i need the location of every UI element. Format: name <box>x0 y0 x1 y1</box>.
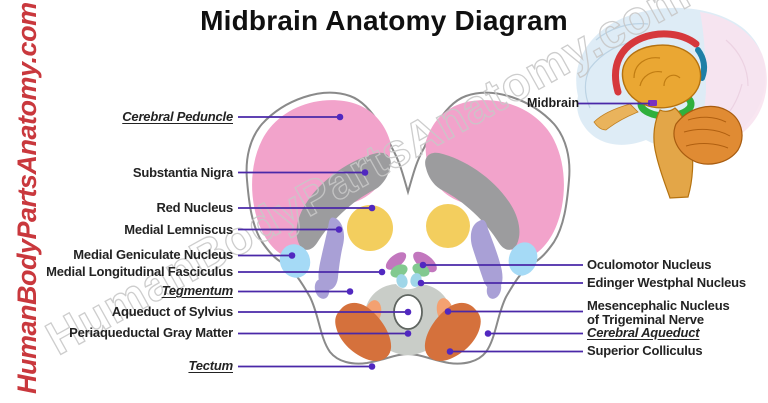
page-title: Midbrain Anatomy Diagram <box>200 5 568 36</box>
caudate-red-arc <box>612 30 700 96</box>
label-aqueduct-of-sylvius: Aqueduct of Sylvius <box>111 304 233 319</box>
medial-lemniscus-right-lower-region <box>486 279 502 299</box>
label-substantia-nigra: Substantia Nigra <box>132 165 233 180</box>
label-cerebral-peduncle: Cerebral Peduncle <box>122 109 233 124</box>
mlf-green-left-region <box>390 264 408 278</box>
label-medial-longitudinal-fasciculus: Medial Longitudinal Fasciculus <box>46 264 233 279</box>
leader-lines <box>238 102 650 368</box>
medial-lemniscus-left-lower-region <box>314 279 330 299</box>
edinger-westphal-left-region <box>396 274 408 288</box>
medial-lemniscus-right-region <box>470 219 503 291</box>
superior-colliculus-left-region <box>335 302 392 361</box>
superior-colliculus-right-region <box>424 302 481 361</box>
label-midbrain-inset: Midbrain <box>527 96 580 110</box>
label-superior-colliculus: Superior Colliculus <box>587 343 703 358</box>
red-nucleus-right-region <box>426 204 470 248</box>
label-medial-lemniscus: Medial Lemniscus <box>124 222 233 237</box>
teal-band <box>695 47 708 81</box>
label-medial-geniculate-nucleus: Medial Geniculate Nucleus <box>73 247 233 262</box>
medial-geniculate-left-region <box>279 244 311 278</box>
label-red-nucleus: Red Nucleus <box>156 200 233 215</box>
substantia-nigra-right-region <box>425 152 520 250</box>
cerebellum-striations <box>683 116 731 149</box>
label-mesencephalic-line1: Mesencephalic Nucleus <box>587 298 730 313</box>
oculomotor-right-region <box>413 251 437 273</box>
cerebellum <box>673 105 743 165</box>
optic-stalk <box>593 103 639 131</box>
cerebral-peduncle-right-region <box>425 100 564 259</box>
oculomotor-left-region <box>385 252 407 270</box>
substantia-nigra-left-region <box>296 152 391 250</box>
thalamus-golden-mass <box>621 44 702 109</box>
cerebral-peduncle-left-region <box>252 100 391 259</box>
label-mesencephalic-line2: of Trigeminal Nerve <box>587 311 704 327</box>
brain-inset-illustration <box>576 7 767 199</box>
label-periaqueductal-gray-matter: Periaqueductal Gray Matter <box>69 325 233 340</box>
midbrain-pointer-marker <box>648 100 657 106</box>
label-oculomotor-nucleus: Oculomotor Nucleus <box>587 257 712 272</box>
label-tectum: Tectum <box>188 358 233 373</box>
thalamus-swirls <box>633 57 681 87</box>
medial-geniculate-right-region <box>508 242 538 276</box>
label-mesencephalic-nucleus: Mesencephalic Nucleus of Trigeminal Nerv… <box>587 298 730 327</box>
label-cerebral-aqueduct: Cerebral Aqueduct <box>587 325 700 340</box>
midbrain-cross-section <box>245 91 571 365</box>
leader-dots <box>288 113 492 370</box>
red-nucleus-left-region <box>347 205 393 251</box>
label-tegmentum: Tegmentum <box>161 283 234 298</box>
left-vertical-watermark: HumanBodyPartsAnatomy.com <box>12 2 42 394</box>
label-edinger-westphal-nucleus: Edinger Westphal Nucleus <box>587 275 746 290</box>
